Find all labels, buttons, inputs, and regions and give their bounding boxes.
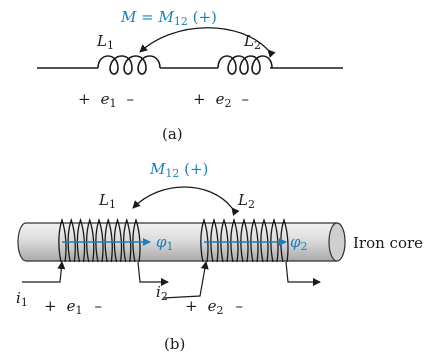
mutual-inductance-equation-b: M12 (+) — [149, 160, 208, 180]
coil-label-l1-a: L1 — [96, 32, 114, 52]
winding-turn — [122, 217, 132, 263]
flux-label-phi2: φ2 — [290, 233, 308, 253]
winding-turn — [95, 217, 104, 263]
e1-polarity-b: +e1– — [44, 297, 102, 317]
inductor-coil-l1-a — [97, 55, 161, 75]
current-label-i1: i1 — [16, 289, 28, 309]
winding-turn — [104, 217, 113, 263]
winding-l1-b — [58, 217, 141, 263]
lead-in-coil2 — [162, 261, 209, 299]
winding-l2-b — [200, 217, 289, 263]
e2-polarity-a: +e2– — [193, 90, 249, 110]
winding-turn — [113, 217, 123, 263]
e1-polarity-a: +e1– — [78, 90, 134, 110]
winding-turn — [240, 217, 249, 263]
e2-polarity-b: +e2– — [185, 297, 243, 317]
current-label-i2: i2 — [156, 283, 168, 303]
winding-turn — [200, 217, 209, 263]
inductor-coil-l2-a — [217, 55, 273, 75]
diagram-b: M12 (+) L1 L2 φ1 φ2 Iron core i1 i2 +e1–… — [16, 160, 423, 353]
winding-turn — [250, 217, 259, 263]
mutual-inductance-equation-a: M = M12 (+) — [120, 8, 217, 28]
coil-label-l2-b: L2 — [237, 191, 255, 211]
winding-turn — [76, 217, 86, 263]
iron-core-label: Iron core — [353, 234, 423, 252]
winding-turn — [67, 217, 76, 263]
winding-turn — [280, 217, 289, 263]
winding-turn — [260, 217, 269, 263]
lead-in-coil1 — [22, 261, 66, 283]
winding-turn — [270, 217, 279, 263]
winding-turn — [58, 217, 67, 263]
caption-a: (a) — [162, 125, 183, 143]
winding-turn — [210, 217, 219, 263]
winding-turn — [85, 217, 95, 263]
caption-b: (b) — [164, 335, 185, 353]
diagram-a: M = M12 (+) L1 L2 +e1– +e2– (a) — [37, 8, 343, 143]
lead-out-coil2 — [285, 261, 321, 286]
lead-out-coil1 — [137, 261, 169, 286]
winding-turn — [230, 217, 239, 263]
flux-label-phi1: φ1 — [156, 233, 174, 253]
winding-turn — [220, 217, 229, 263]
mutual-coupling-arrow-a — [139, 27, 276, 58]
mutual-coupling-arrow-b — [132, 186, 240, 216]
iron-core-end-face — [328, 222, 346, 262]
coil-label-l1-b: L1 — [98, 191, 116, 211]
winding-turn — [132, 217, 141, 263]
